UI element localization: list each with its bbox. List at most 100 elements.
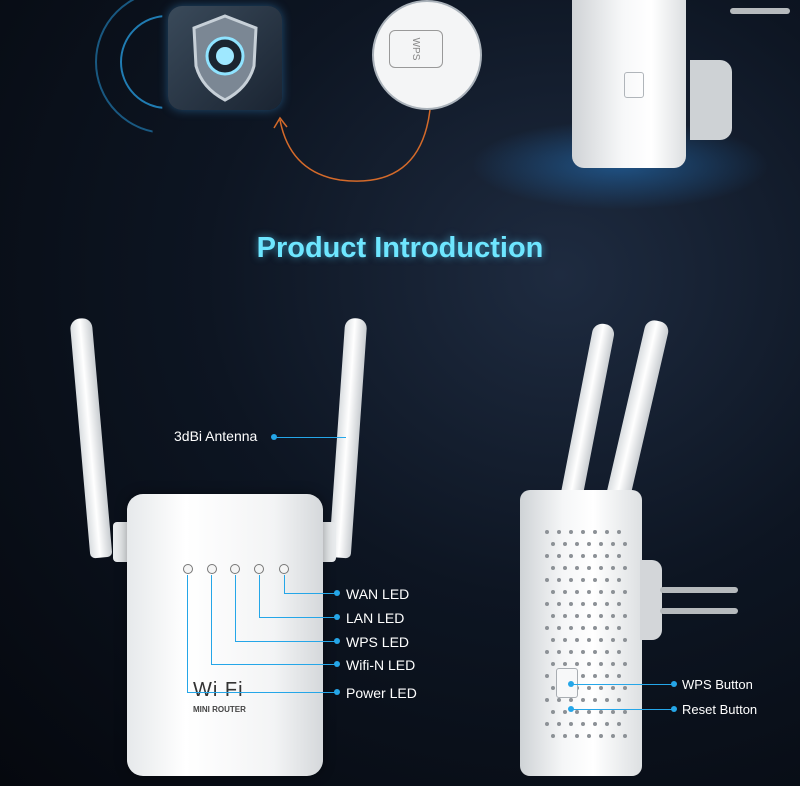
vent-hole [605,530,609,534]
lan-led-icon [254,564,264,574]
vent-hole [599,614,603,618]
leader-line [211,575,212,664]
vent-hole [551,686,555,690]
vent-hole [617,554,621,558]
antenna-label: 3dBi Antenna [174,428,258,444]
vent-hole [545,530,549,534]
vent-hole [551,614,555,618]
vent-hole [623,662,627,666]
vent-hole [593,578,597,582]
vent-hole [563,566,567,570]
vent-hole [569,578,573,582]
plug-pin [660,608,738,614]
vent-hole [617,602,621,606]
leader-line [235,575,236,641]
plug-pin [730,8,790,14]
router-body [127,494,323,776]
vent-hole [563,710,567,714]
vent-holes [545,530,635,760]
vent-hole [563,638,567,642]
connector-arrow [273,109,431,182]
vent-hole [617,698,621,702]
vent-hole [575,710,579,714]
vent-hole [569,650,573,654]
vent-hole [551,734,555,738]
vent-hole [617,650,621,654]
vent-hole [557,698,561,702]
vent-hole [581,722,585,726]
vent-hole [587,542,591,546]
callout-dot [568,706,574,712]
vent-hole [551,590,555,594]
security-shield-icon [168,6,282,110]
vent-hole [587,638,591,642]
vent-hole [587,614,591,618]
reset-button-label: Reset Button [682,702,758,717]
leader-line [187,575,188,692]
vent-hole [611,734,615,738]
vent-hole [599,590,603,594]
plug-pin [660,587,738,593]
vent-hole [605,626,609,630]
callout-dot [334,614,340,620]
vent-hole [611,710,615,714]
vent-hole [545,722,549,726]
vent-hole [587,734,591,738]
vent-hole [557,578,561,582]
vent-hole [581,650,585,654]
vent-hole [605,698,609,702]
vent-hole [617,578,621,582]
vent-hole [557,650,561,654]
left-antenna [69,317,113,559]
vent-hole [617,674,621,678]
vent-hole [563,614,567,618]
vent-hole [623,686,627,690]
vent-hole [593,722,597,726]
vent-hole [623,590,627,594]
vent-hole [557,602,561,606]
leader-line [211,664,336,665]
vent-hole [593,626,597,630]
vent-hole [593,602,597,606]
wifi-logo: Wi Fi [193,679,244,701]
vent-hole [557,722,561,726]
vent-hole [545,626,549,630]
vent-hole [605,554,609,558]
vent-hole [551,566,555,570]
wps-led-label: WPS LED [346,634,410,650]
wifi-led-icon [207,564,217,574]
vent-hole [575,590,579,594]
callout-dot [334,689,340,695]
wifi-led-label: Wifi-N LED [346,657,416,673]
vent-hole [593,698,597,702]
vent-hole [617,722,621,726]
section-title: Product Introduction [256,232,544,264]
vent-hole [605,602,609,606]
vent-hole [545,578,549,582]
vent-hole [545,698,549,702]
vent-hole [599,710,603,714]
vent-hole [623,614,627,618]
vent-hole [611,566,615,570]
lan-led-label: LAN LED [346,610,405,626]
wan-led-label: WAN LED [346,586,410,602]
vent-hole [593,554,597,558]
vent-hole [593,530,597,534]
plug-pin [640,560,662,640]
vent-hole [545,650,549,654]
vent-hole [569,554,573,558]
vent-hole [605,722,609,726]
leader-line [284,575,285,593]
vent-hole [557,554,561,558]
callout-dot [334,661,340,667]
vent-hole [599,734,603,738]
extender-body [520,490,642,776]
vent-hole [611,590,615,594]
callout-dot [334,590,340,596]
wps-button [556,668,578,698]
vent-hole [569,698,573,702]
vent-hole [611,662,615,666]
plug-pin [690,60,732,140]
vent-hole [581,530,585,534]
